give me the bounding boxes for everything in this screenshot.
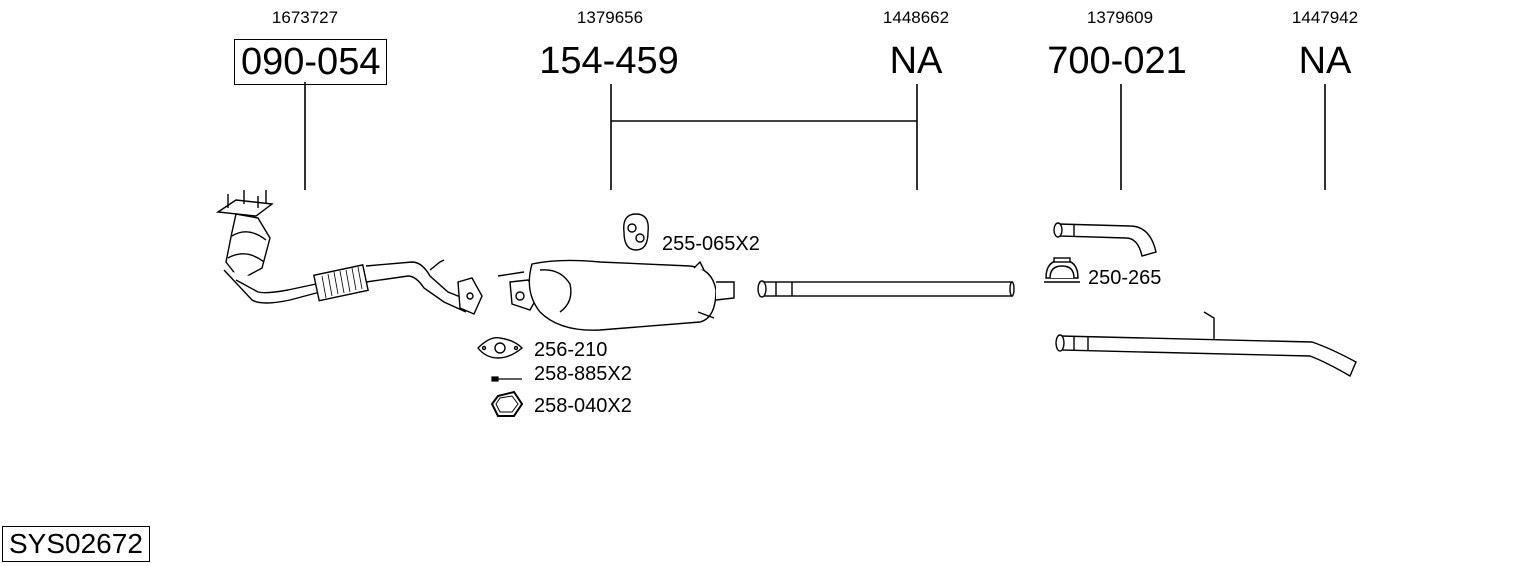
catalytic-converter-icon: [215, 190, 483, 315]
middle-silencer-icon: [497, 259, 735, 331]
pipe-clamp-icon: [1044, 257, 1080, 283]
accessory-label-nut[interactable]: 258-040X2: [534, 395, 632, 417]
part-number-rear-pipe[interactable]: 700-021: [1047, 40, 1187, 82]
accessory-label-gasket[interactable]: 256-210: [534, 339, 608, 361]
accessory-label-clamp[interactable]: 250-265: [1088, 267, 1162, 289]
accessory-label-hanger[interactable]: 255-065X2: [662, 233, 760, 255]
tail-pipe-icon: [1055, 311, 1357, 378]
oem-number-1: 1673727: [271, 8, 339, 27]
bolt-icon: [491, 376, 522, 382]
oem-number-3: 1448662: [882, 8, 950, 27]
part-number-middle-silencer[interactable]: 154-459: [539, 40, 679, 82]
intermediate-pipe-icon: [757, 280, 1015, 298]
accessory-label-bolt[interactable]: 258-885X2: [534, 363, 632, 385]
rubber-hanger-icon: [623, 213, 649, 251]
oem-number-5: 1447942: [1291, 8, 1359, 27]
part-number-intermediate-pipe[interactable]: NA: [889, 40, 943, 82]
flange-gasket-icon: [477, 337, 524, 359]
rear-pipe-icon: [1053, 222, 1157, 257]
part-number-tail-pipe[interactable]: NA: [1298, 40, 1352, 82]
system-code-box: SYS02672: [2, 526, 150, 562]
hex-nut-icon: [490, 390, 524, 417]
part-number-catalytic-converter[interactable]: 090-054: [234, 39, 388, 85]
oem-number-4: 1379609: [1086, 8, 1154, 27]
oem-number-2: 1379656: [576, 8, 644, 27]
